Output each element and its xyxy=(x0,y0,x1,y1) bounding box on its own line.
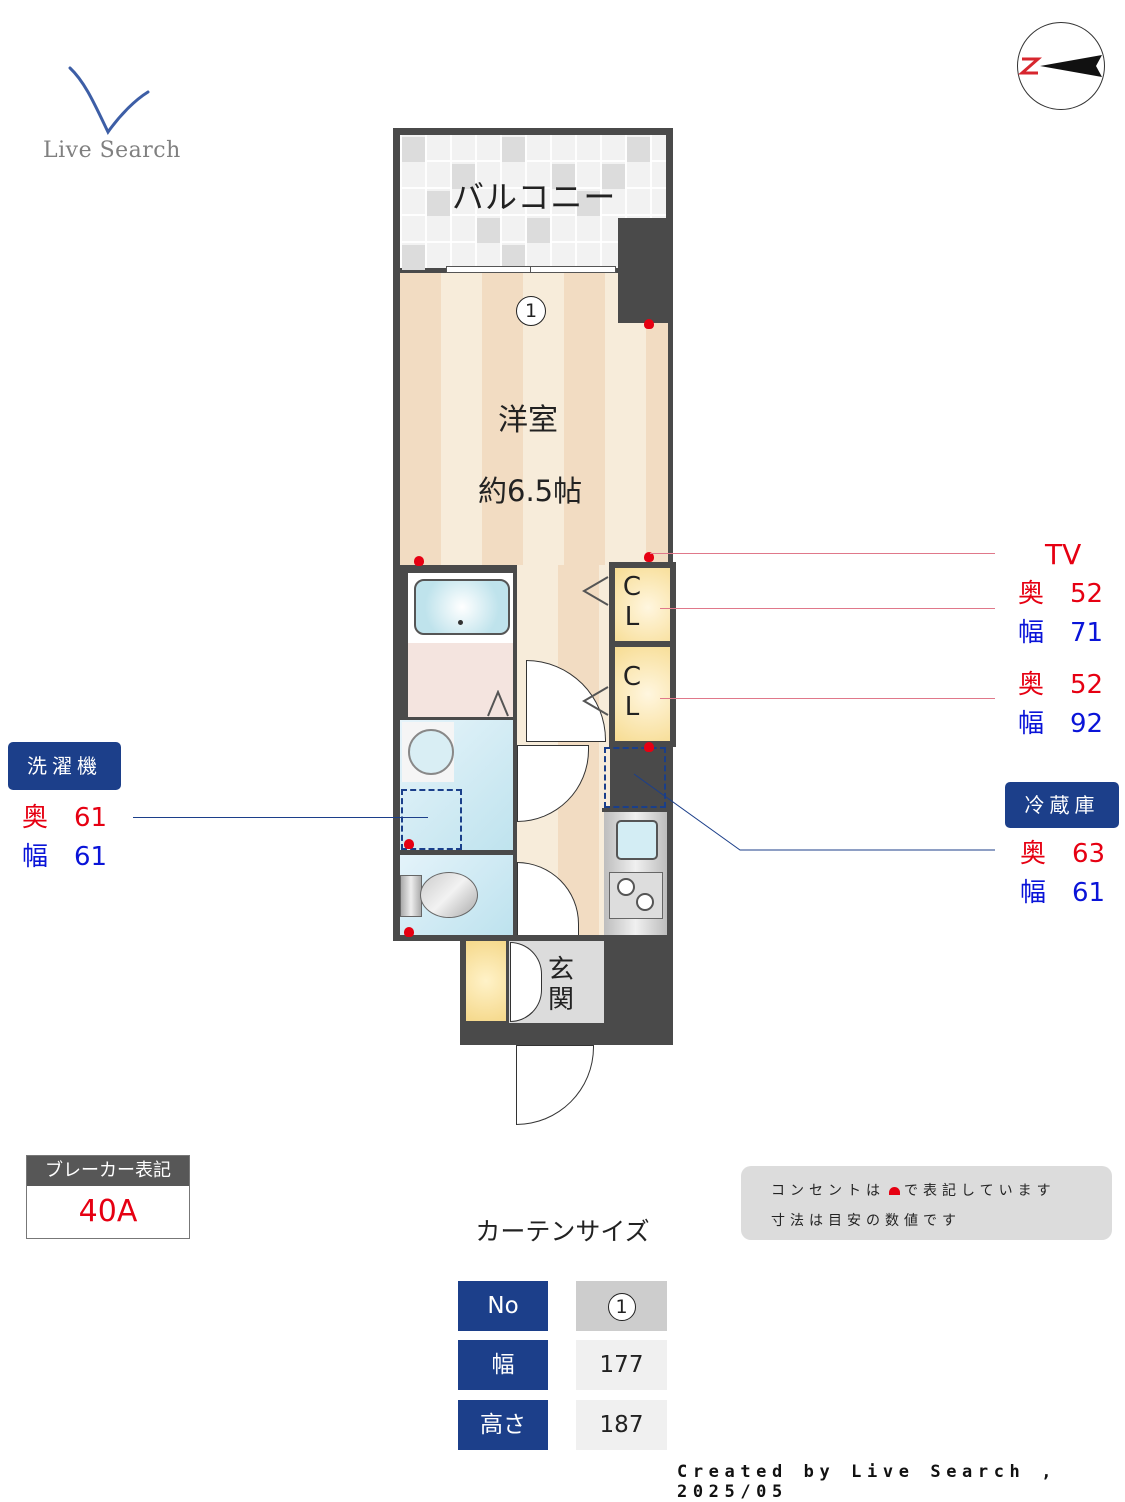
curtain-header-width: 幅 xyxy=(458,1340,548,1390)
bath-floor xyxy=(408,643,513,717)
outlet-icon xyxy=(404,839,414,849)
fridge-width-value: 61 xyxy=(1072,878,1106,908)
entrance-label-1: 玄 xyxy=(548,955,575,985)
kitchen-sink-icon xyxy=(616,820,658,860)
curtain-header-height: 高さ xyxy=(458,1400,548,1450)
bathtub-drain-icon xyxy=(458,620,463,625)
footer-credit: Created by Live Search , 2025/05 xyxy=(677,1462,1058,1502)
bath-door-arrow-icon xyxy=(487,690,509,717)
shoe-cabinet xyxy=(466,941,506,1021)
curtain-row-no: No 1 xyxy=(458,1281,667,1331)
burner-2-icon xyxy=(636,893,654,911)
logo-check-icon xyxy=(68,66,150,135)
kitchen-wall xyxy=(602,808,670,812)
closet2-width-value: 92 xyxy=(1070,709,1104,739)
note-line-1: コンセントは で表記しています xyxy=(741,1180,1112,1200)
fridge-dimensions: 奥 63 幅 61 xyxy=(1020,835,1105,913)
fridge-depth-value: 63 xyxy=(1072,839,1106,869)
washer-dimensions: 奥 61 幅 61 xyxy=(22,799,107,877)
tv-depth-value: 52 xyxy=(1070,579,1104,609)
toilet-bowl-icon xyxy=(420,872,478,918)
bath-wall xyxy=(393,717,516,720)
closet-2 xyxy=(609,641,676,747)
closet-door-arrows-icon xyxy=(582,576,609,716)
width-label: 幅 xyxy=(1020,878,1047,908)
depth-label: 奥 xyxy=(1018,579,1045,609)
window-divider xyxy=(530,266,531,273)
outlet-icon xyxy=(404,927,414,937)
burner-1-icon xyxy=(617,878,635,896)
outlet-icon xyxy=(414,556,424,566)
balcony-label: バルコニー xyxy=(452,178,617,216)
logo-text: Live Search xyxy=(43,138,181,163)
curtain-value-width: 177 xyxy=(576,1340,667,1390)
fridge-leader-line xyxy=(633,773,995,851)
width-label: 幅 xyxy=(1018,709,1045,739)
curtain-header-no: No xyxy=(458,1281,548,1331)
note-line-2: 寸法は目安の数値です xyxy=(771,1213,961,1229)
curtain-value-height: 187 xyxy=(576,1400,667,1450)
closet2-depth-value: 52 xyxy=(1070,670,1104,700)
outlet-legend-icon xyxy=(889,1187,900,1195)
fridge-badge: 冷蔵庫 xyxy=(1005,782,1119,828)
front-door[interactable] xyxy=(516,1045,594,1125)
depth-label: 奥 xyxy=(1018,670,1045,700)
washer-badge: 洗濯機 xyxy=(8,742,121,790)
stove-icon xyxy=(609,872,663,919)
washer-width-value: 61 xyxy=(74,842,108,872)
north-arrow-icon xyxy=(1018,55,1102,77)
closet-2-label: C L xyxy=(622,662,642,722)
breaker-header: ブレーカー表記 xyxy=(27,1156,189,1186)
western-room-size: 約6.5帖 xyxy=(478,474,583,508)
outlet-icon xyxy=(644,742,654,752)
tv-width-value: 71 xyxy=(1070,618,1104,648)
fridge-space xyxy=(604,747,666,808)
closet-2-text: C L xyxy=(622,662,642,722)
width-label: 幅 xyxy=(1018,618,1045,648)
entrance-label: 玄 関 xyxy=(548,955,576,1015)
compass xyxy=(1017,22,1105,110)
closet-1-text: C L xyxy=(622,572,642,632)
window-number-marker: 1 xyxy=(516,296,546,326)
washer-leader-line xyxy=(133,817,428,818)
tv-dimensions: 奥 52 幅 71 xyxy=(1018,575,1103,653)
outlet-icon xyxy=(644,319,654,329)
washer-space xyxy=(401,789,462,850)
curtain-row-width: 幅 177 xyxy=(458,1340,667,1390)
bath-top-wall xyxy=(393,565,517,573)
curtain-number-marker: 1 xyxy=(607,1292,636,1321)
outlet-icon xyxy=(644,552,654,562)
closet1-leader-line xyxy=(660,608,995,609)
western-room-label: 洋室 xyxy=(498,403,558,438)
bathtub xyxy=(414,579,510,635)
tv-callout-title: TV xyxy=(1045,538,1082,571)
breaker-value: 40A xyxy=(78,1194,138,1229)
pillar-lower xyxy=(618,273,670,323)
curtain-value-no: 1 xyxy=(576,1281,667,1331)
breaker-box: ブレーカー表記 40A xyxy=(26,1155,190,1239)
curtain-row-height: 高さ 187 xyxy=(458,1400,667,1450)
closet-1-label: C L xyxy=(622,572,642,632)
curtain-title: カーテンサイズ xyxy=(475,1217,650,1246)
toilet-tank xyxy=(400,875,422,917)
washbasin-bowl-icon xyxy=(408,729,454,775)
tv-leader-line xyxy=(650,553,995,554)
depth-label: 奥 xyxy=(1020,839,1047,869)
live-search-logo xyxy=(60,60,160,140)
entrance-label-2: 関 xyxy=(548,985,575,1015)
width-label: 幅 xyxy=(22,842,49,872)
closet2-dimensions: 奥 52 幅 92 xyxy=(1018,666,1103,744)
note-line1-end: で表記しています xyxy=(904,1183,1056,1199)
note-line1-start: コンセントは xyxy=(771,1183,885,1199)
inner-wall xyxy=(513,565,517,940)
washroom-wall xyxy=(393,850,516,855)
legend-note: コンセントは で表記しています 寸法は目安の数値です xyxy=(741,1166,1112,1240)
closet2-leader-line xyxy=(660,698,995,699)
depth-label: 奥 xyxy=(22,803,49,833)
washer-depth-value: 61 xyxy=(74,803,108,833)
balcony-area xyxy=(400,135,666,270)
balcony-window xyxy=(446,266,616,273)
